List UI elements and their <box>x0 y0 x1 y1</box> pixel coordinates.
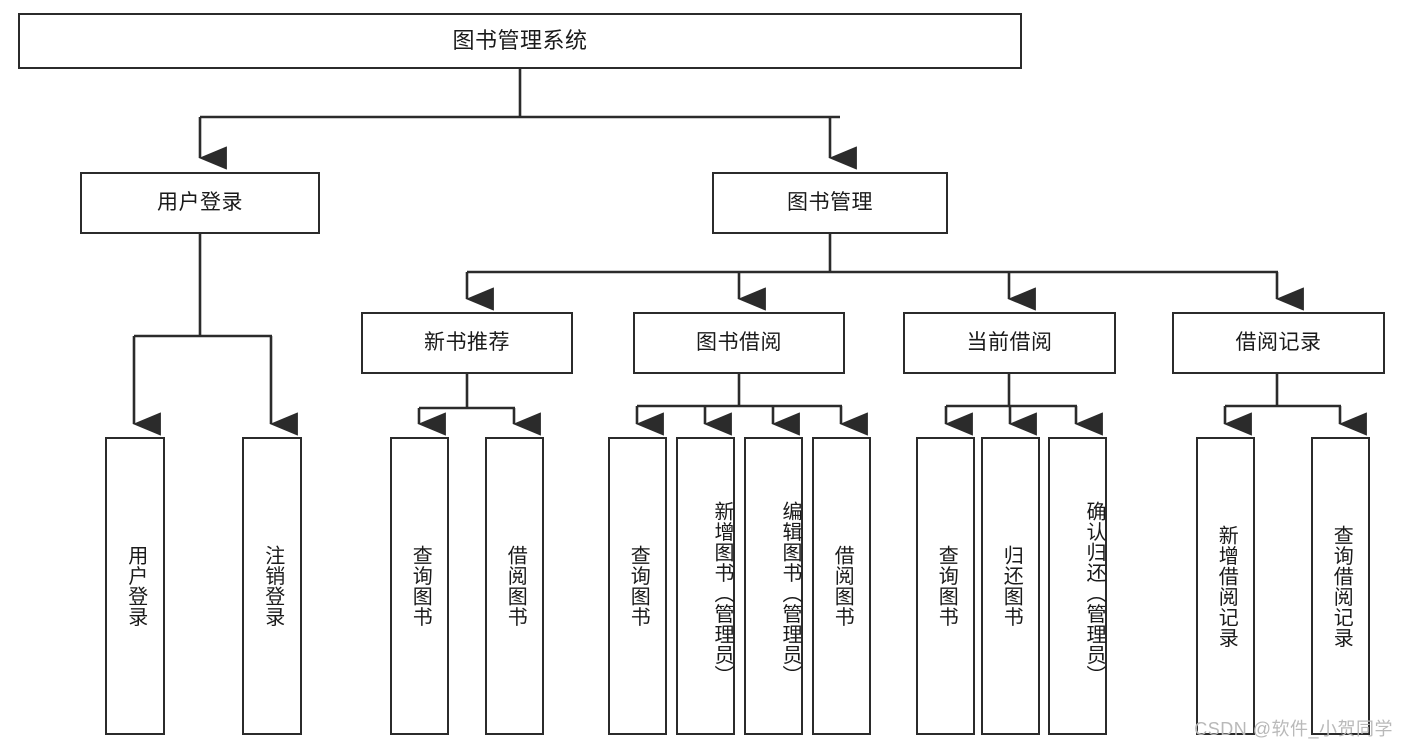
node-label: 新增借阅记录 <box>1215 524 1238 648</box>
leaf-user-login-logout[interactable]: 注销登录 <box>242 437 302 735</box>
node-new-book-recommend[interactable]: 新书推荐 <box>361 312 573 374</box>
node-label: 图书管理 <box>787 191 873 215</box>
node-label: 当前借阅 <box>966 331 1053 355</box>
node-label: 新书推荐 <box>424 331 510 355</box>
node-label: 新增图书（管理员） <box>711 500 733 686</box>
node-label: 确认归还（管理员） <box>1083 500 1105 686</box>
csdn-watermark: CSDN @软件_小贺同学 <box>1194 719 1393 739</box>
node-label: 用户登录 <box>157 191 243 215</box>
node-label: 用户登录 <box>124 545 147 627</box>
leaf-current-borrow-return-books[interactable]: 归还图书 <box>981 437 1040 735</box>
node-label: 编辑图书（管理员） <box>779 500 801 686</box>
leaf-user-login-login[interactable]: 用户登录 <box>105 437 165 735</box>
leaf-new-book-query-books[interactable]: 查询图书 <box>390 437 449 735</box>
leaf-borrow-record-query-record[interactable]: 查询借阅记录 <box>1311 437 1370 735</box>
node-label: 图书借阅 <box>696 331 782 355</box>
node-label: 注销登录 <box>261 545 284 627</box>
leaf-book-borrow-edit-book-admin[interactable]: 编辑图书（管理员） <box>744 437 803 735</box>
node-label: 查询图书 <box>627 545 650 627</box>
node-current-borrow[interactable]: 当前借阅 <box>903 312 1116 374</box>
node-label: 查询图书 <box>935 545 958 627</box>
leaf-book-borrow-borrow-books[interactable]: 借阅图书 <box>812 437 871 735</box>
node-book-management[interactable]: 图书管理 <box>712 172 948 234</box>
node-label: 查询借阅记录 <box>1330 524 1353 648</box>
leaf-new-book-borrow-books[interactable]: 借阅图书 <box>485 437 544 735</box>
leaf-book-borrow-query-books[interactable]: 查询图书 <box>608 437 667 735</box>
node-root-book-management-system[interactable]: 图书管理系统 <box>18 13 1022 69</box>
leaf-borrow-record-add-record[interactable]: 新增借阅记录 <box>1196 437 1255 735</box>
node-label: 借阅记录 <box>1235 331 1322 355</box>
node-label: 图书管理系统 <box>452 27 588 53</box>
node-label: 查询图书 <box>409 545 432 627</box>
node-book-borrow[interactable]: 图书借阅 <box>633 312 845 374</box>
node-label: 归还图书 <box>1000 545 1023 627</box>
node-user-login[interactable]: 用户登录 <box>80 172 320 234</box>
leaf-book-borrow-add-book-admin[interactable]: 新增图书（管理员） <box>676 437 735 735</box>
leaf-current-borrow-confirm-return-admin[interactable]: 确认归还（管理员） <box>1048 437 1107 735</box>
node-label: 借阅图书 <box>504 545 527 627</box>
node-label: 借阅图书 <box>831 545 854 627</box>
node-borrow-record[interactable]: 借阅记录 <box>1172 312 1385 374</box>
leaf-current-borrow-query-books[interactable]: 查询图书 <box>916 437 975 735</box>
